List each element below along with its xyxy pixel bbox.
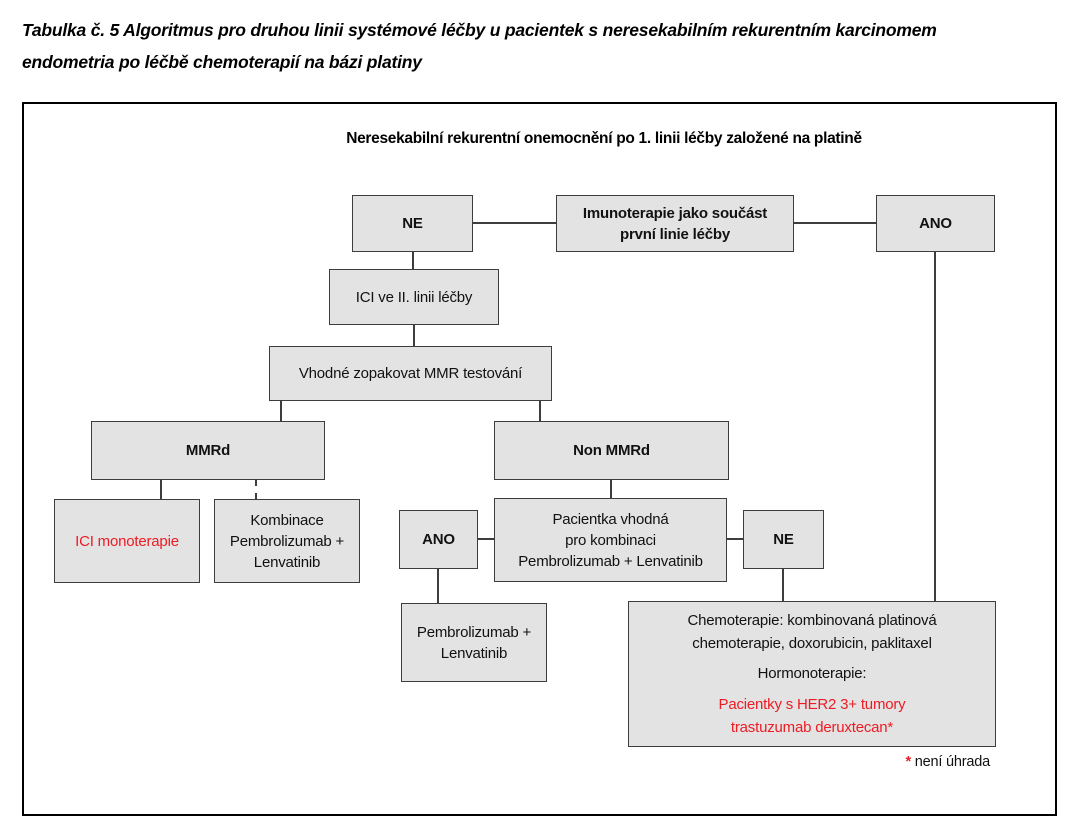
node-combination-line-1: Kombinace (250, 511, 324, 529)
connector-ano-top-to-chemo (934, 252, 936, 601)
node-chemo-line-2: chemoterapie, doxorubicin, paklitaxel (692, 635, 932, 653)
connector-mmrd-to-combination-dashed (255, 480, 257, 499)
flowchart-heading: Neresekabilní rekurentní onemocnění po 1… (346, 130, 862, 147)
footnote: * není úhrada (784, 754, 991, 770)
node-patient-eligible-line-1: Pacientka vhodná (552, 510, 669, 528)
connector-ne-to-immuno (473, 222, 556, 224)
node-combination-pembrolizumab-lenvatinib: Kombinace Pembrolizumab + Lenvatinib (214, 499, 360, 583)
figure-title: Tabulka č. 5 Algoritmus pro druhou linii… (22, 14, 1062, 78)
connector-mmrtest-to-nonmmrd (539, 401, 541, 421)
node-mmrd: MMRd (91, 421, 325, 480)
node-chemo-hormono-line: Hormonoterapie: (757, 665, 867, 683)
node-ano-eligible-label: ANO (422, 531, 455, 548)
node-ne-eligible-label: NE (773, 531, 794, 548)
node-ici-monotherapy-label: ICI monoterapie (75, 532, 179, 550)
connector-mmrd-to-ici-mono (160, 480, 162, 499)
node-ano-top-label: ANO (919, 215, 952, 232)
node-mmrd-label: MMRd (185, 442, 231, 459)
node-immunotherapy-line-1: Imunoterapie jako součást (582, 204, 768, 222)
node-ici-monotherapy: ICI monoterapie (54, 499, 200, 583)
figure-title-line-1: Tabulka č. 5 Algoritmus pro druhou linii… (22, 20, 937, 40)
node-repeat-mmr-testing: Vhodné zopakovat MMR testování (269, 346, 552, 401)
footnote-text: není úhrada (914, 754, 990, 770)
connector-ici-to-mmr-test (413, 325, 415, 346)
node-ne-eligible: NE (743, 510, 824, 569)
node-patient-eligible-line-2: pro kombinaci (565, 531, 656, 549)
connector-mmrtest-to-mmrd (280, 401, 282, 421)
connector-ano-to-pembrolizumab (437, 569, 439, 603)
node-pembrolizumab-lenvatinib: Pembrolizumab + Lenvatinib (401, 603, 547, 682)
node-ano-top: ANO (876, 195, 995, 252)
node-pembrolizumab-line-1: Pembrolizumab + (416, 623, 532, 641)
node-ano-eligible: ANO (399, 510, 478, 569)
node-ne-top: NE (352, 195, 473, 252)
node-ne-top-label: NE (402, 215, 423, 232)
node-combination-line-3: Lenvatinib (253, 553, 321, 571)
node-pembrolizumab-line-2: Lenvatinib (440, 644, 508, 662)
node-immunotherapy-first-line: Imunoterapie jako součást první linie lé… (556, 195, 794, 252)
node-chemo-red-line-1: Pacientky s HER2 3+ tumory (718, 695, 906, 713)
node-repeat-mmr-testing-label: Vhodné zopakovat MMR testování (298, 365, 523, 382)
node-patient-eligible-combination: Pacientka vhodná pro kombinaci Pembroliz… (494, 498, 727, 582)
connector-ne-to-ici (412, 252, 414, 269)
node-immunotherapy-line-2: první linie léčby (620, 225, 730, 243)
flowchart-canvas: Neresekabilní rekurentní onemocnění po 1… (22, 102, 1057, 816)
node-ici-second-line-label: ICI ve II. linii léčby (355, 288, 473, 306)
connector-patient-to-ne (727, 538, 743, 540)
node-ici-second-line: ICI ve II. linii léčby (329, 269, 499, 325)
connector-ne-to-chemo (782, 569, 784, 601)
connector-nonmmrd-to-patient (610, 480, 612, 498)
node-non-mmrd: Non MMRd (494, 421, 729, 480)
node-chemo-line-1: Chemoterapie: kombinovaná platinová (687, 611, 937, 629)
node-chemo-hormono-options: Chemoterapie: kombinovaná platinová chem… (628, 601, 996, 747)
figure-title-line-2: endometria po léčbě chemoterapií na bázi… (22, 52, 422, 72)
footnote-asterisk: * (905, 754, 912, 770)
node-non-mmrd-label: Non MMRd (573, 442, 650, 459)
node-chemo-red-line-2: trastuzumab deruxtecan* (730, 718, 894, 736)
connector-immuno-to-ano (794, 222, 876, 224)
node-patient-eligible-line-3: Pembrolizumab + Lenvatinib (518, 552, 703, 570)
connector-ano-to-patient (478, 538, 494, 540)
node-combination-line-2: Pembrolizumab + (229, 532, 345, 550)
